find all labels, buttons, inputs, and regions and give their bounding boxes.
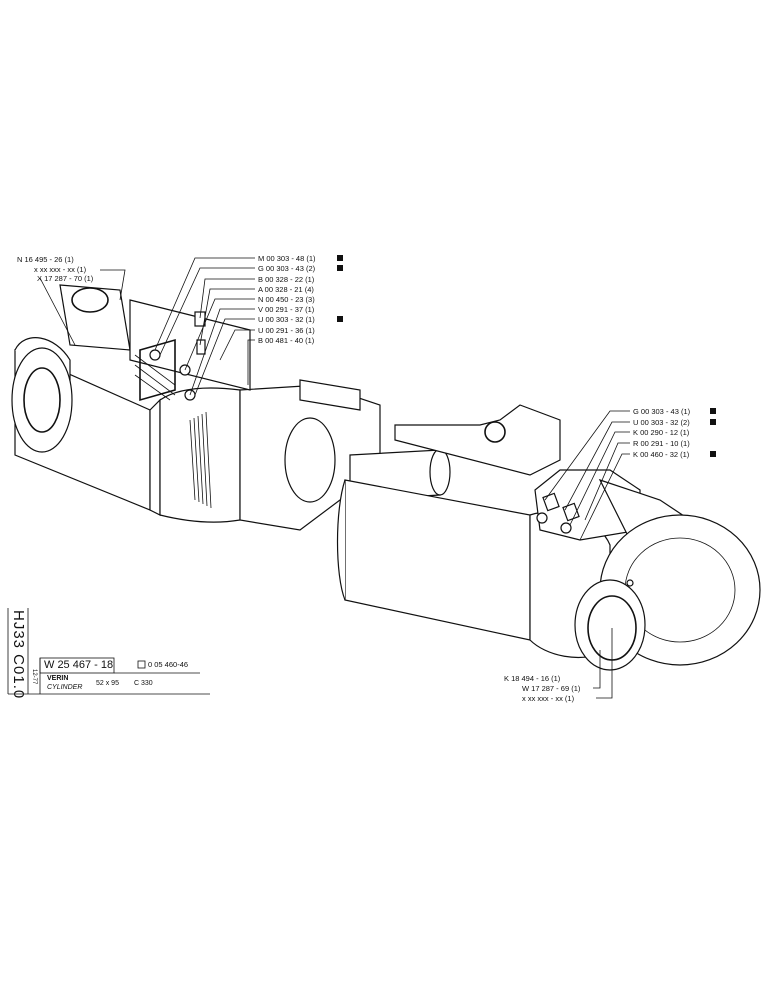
callouts-left: N 16 495 - 26 (1) x xx xxx - xx (1) X 17… (17, 255, 94, 283)
title-block-frame (7, 608, 210, 695)
marked-square-icon (710, 419, 716, 425)
leader-lines (39, 257, 630, 699)
callout-label: K 00 290 - 12 (1) (633, 428, 690, 437)
callout-label: B 00 328 - 22 (1) (258, 275, 315, 284)
marked-square-icon (337, 265, 343, 271)
model: C 330 (134, 680, 153, 687)
callout-label: W 17 287 - 69 (1) (522, 684, 581, 693)
callout-label: M 00 303 - 48 (1) (258, 254, 316, 263)
callout-label: A 00 328 - 21 (4) (258, 285, 314, 294)
callout-label: G 00 303 - 43 (2) (258, 264, 316, 273)
callout-label: X 17 287 - 70 (1) (37, 274, 94, 283)
callouts-bottom: K 18 494 - 16 (1) W 17 287 - 69 (1) x xx… (504, 674, 581, 703)
callout-label: U 00 303 - 32 (2) (633, 418, 690, 427)
callout-label: K 00 460 - 32 (1) (633, 450, 690, 459)
callouts-right: G 00 303 - 43 (1) U 00 303 - 32 (2) K 00… (633, 407, 716, 459)
marked-square-icon (710, 451, 716, 457)
callout-label: U 00 291 - 36 (1) (258, 326, 315, 335)
callout-label: V 00 291 - 37 (1) (258, 305, 315, 314)
callout-label: G 00 303 - 43 (1) (633, 407, 691, 416)
sheet-code: HJ33 C01.0 (10, 610, 27, 700)
callout-label: N 16 495 - 26 (1) (17, 255, 74, 264)
callout-label: x xx xxx - xx (1) (34, 265, 87, 274)
right-cylinder-tube (336, 404, 761, 671)
reference-box-icon (137, 660, 146, 669)
marked-square-icon (710, 408, 716, 414)
callout-label: U 00 303 - 32 (1) (258, 315, 315, 324)
sheet-date: 12-77 (31, 669, 37, 685)
name-en: CYLINDER (47, 684, 83, 691)
name-fr: VERIN (47, 675, 69, 682)
marked-square-icon (337, 316, 343, 322)
reference-number: 0 05 460-46 (148, 660, 189, 669)
callout-label: K 18 494 - 16 (1) (504, 674, 561, 683)
part-number: W 25 467 - 18 (44, 659, 114, 671)
size: 52 x 95 (96, 680, 119, 687)
callout-label: B 00 481 - 40 (1) (258, 336, 315, 345)
callout-label: N 00 450 - 23 (3) (258, 295, 315, 304)
callouts-top: M 00 303 - 48 (1) G 00 303 - 43 (2) B 00… (258, 254, 343, 345)
marked-square-icon (337, 255, 343, 261)
left-cylinder-tube (11, 284, 381, 531)
callout-label: x xx xxx - xx (1) (522, 694, 575, 703)
callout-label: R 00 291 - 10 (1) (633, 439, 690, 448)
